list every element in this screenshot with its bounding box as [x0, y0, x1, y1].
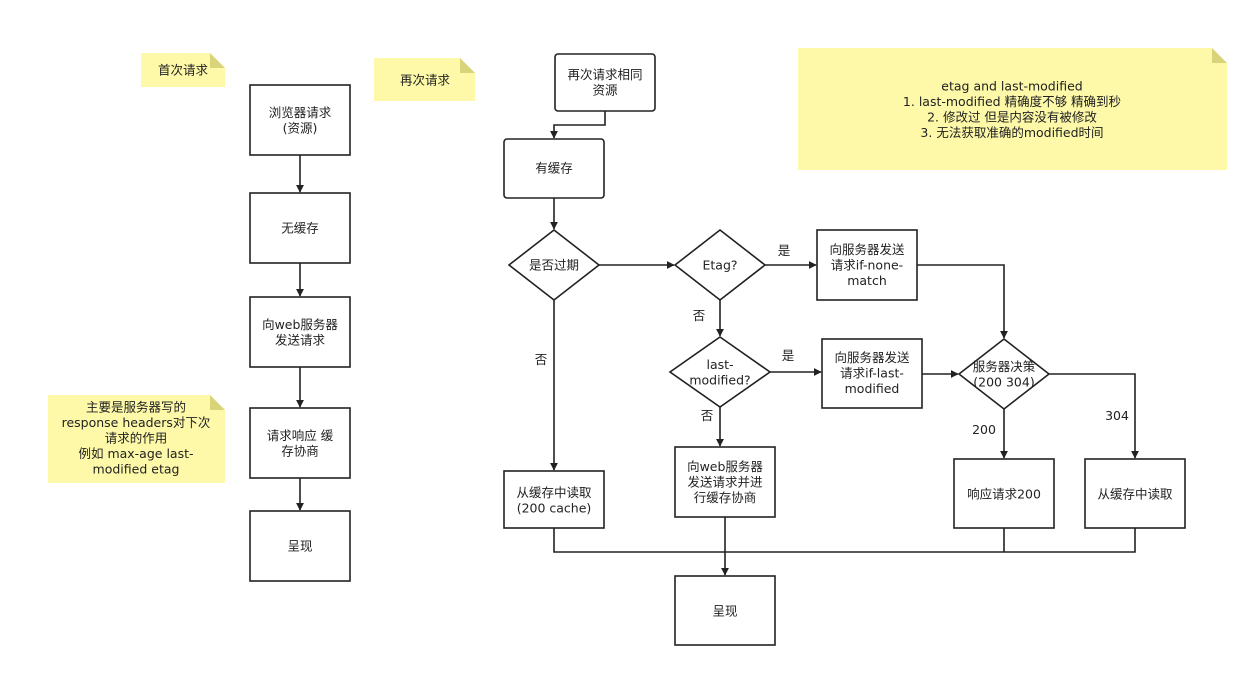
node-read-from-cache: 从缓存中读取	[1084, 458, 1186, 529]
text-line: 请求的作用	[105, 431, 168, 446]
text-line: 从缓存中读取	[516, 485, 592, 500]
text-line: 2. 修改过 但是内容没有被修改	[927, 109, 1097, 124]
edge-request-to-cache	[550, 111, 606, 139]
node-etag-check: Etag?	[673, 228, 767, 302]
node-browser-request: 浏览器请求(资源)	[249, 84, 351, 156]
node-send-if-last-modified-text: 向服务器发送请求if-last-modified	[834, 350, 910, 396]
text-line: (200 cache)	[517, 500, 592, 515]
note-second-request: 再次请求	[374, 58, 475, 101]
text-line: 资源	[592, 82, 618, 97]
node-last-modified-check-text: last-modified?	[689, 357, 750, 388]
text-line: 从缓存中读取	[1097, 487, 1173, 502]
label-expired-no: 否	[535, 352, 548, 367]
text-line: 发送请求	[275, 332, 326, 347]
node-no-cache: 无缓存	[249, 192, 351, 264]
node-send-if-none-match: 向服务器发送请求if-none-match	[816, 229, 918, 301]
text-line: (200 304)	[973, 374, 1034, 389]
node-server-decision-text: 服务器决策(200 304)	[973, 359, 1036, 390]
text-line: 3. 无法获取准确的modified时间	[920, 125, 1103, 140]
node-render-right: 呈现	[674, 575, 776, 646]
node-is-expired: 是否过期	[507, 228, 601, 302]
label-lastmod-no: 否	[701, 408, 714, 423]
text-line: 呈现	[287, 539, 312, 554]
text-line: 向web服务器	[687, 459, 763, 474]
text-line: 向服务器发送	[834, 350, 910, 365]
note-second-request-text: 再次请求	[400, 73, 451, 88]
node-response-cache-text: 请求响应 缓存协商	[267, 428, 334, 459]
node-last-modified-check: last-modified?	[668, 336, 772, 408]
text-line: 存协商	[281, 443, 319, 458]
node-response-cache: 请求响应 缓存协商	[249, 407, 351, 479]
text-line: 无缓存	[281, 221, 319, 236]
text-line: (资源)	[283, 120, 318, 135]
node-read-from-cache-200: 从缓存中读取(200 cache)	[503, 470, 605, 529]
text-line: 发送请求并进	[687, 475, 763, 490]
text-line: 向web服务器	[262, 317, 338, 332]
text-line: 首次请求	[158, 63, 209, 78]
text-line: 行缓存协商	[694, 490, 757, 505]
label-lastmod-yes: 是	[782, 348, 795, 363]
text-line: etag and last-modified	[941, 78, 1082, 93]
edge-ifnonematch-to-decision	[917, 264, 1008, 339]
node-browser-request-text: 浏览器请求(资源)	[269, 105, 332, 136]
text-line: last-	[706, 357, 733, 372]
text-line: 向服务器发送	[829, 242, 905, 257]
label-code-304: 304	[1105, 408, 1129, 423]
text-line: 服务器决策	[973, 359, 1036, 374]
edge-decision-304	[1049, 373, 1139, 459]
node-render-right-text: 呈现	[712, 604, 737, 619]
text-line: 主要是服务器写的	[86, 400, 186, 415]
text-line: 1. last-modified 精确度不够 精确到秒	[903, 94, 1121, 109]
node-send-web-negotiate: 向web服务器发送请求并进行缓存协商	[674, 446, 776, 518]
node-send-to-web-text: 向web服务器发送请求	[262, 317, 338, 348]
text-line: modified?	[689, 372, 750, 387]
text-line: modified etag	[93, 462, 180, 477]
label-etag-no: 否	[693, 308, 706, 323]
text-line: Etag?	[702, 258, 737, 273]
text-line: match	[847, 273, 887, 288]
text-line: 请求响应 缓	[267, 428, 334, 443]
node-response-200: 响应请求200	[953, 458, 1055, 529]
text-line: 是否过期	[529, 258, 579, 273]
text-line: 有缓存	[535, 161, 573, 176]
node-render-left-text: 呈现	[287, 539, 312, 554]
label-code-200: 200	[972, 422, 996, 437]
node-has-cache: 有缓存	[503, 138, 605, 199]
text-line: 浏览器请求	[269, 105, 332, 120]
node-is-expired-text: 是否过期	[529, 258, 579, 273]
note-first-request-text: 首次请求	[158, 63, 209, 78]
text-line: 呈现	[712, 604, 737, 619]
node-response-200-text: 响应请求200	[967, 487, 1041, 502]
node-send-if-last-modified: 向服务器发送请求if-last-modified	[821, 338, 923, 409]
node-request-again: 再次请求相同资源	[554, 53, 656, 112]
text-line: modified	[845, 381, 900, 396]
node-read-from-cache-text: 从缓存中读取	[1097, 487, 1173, 502]
node-send-to-web: 向web服务器发送请求	[249, 296, 351, 368]
node-has-cache-text: 有缓存	[535, 161, 573, 176]
node-no-cache-text: 无缓存	[281, 221, 319, 236]
text-line: 响应请求200	[967, 487, 1041, 502]
note-first-request: 首次请求	[141, 53, 225, 87]
node-server-decision: 服务器决策(200 304)	[957, 337, 1051, 411]
text-line: response headers对下次	[62, 415, 211, 430]
node-etag-check-text: Etag?	[702, 258, 737, 273]
text-line: 例如 max-age last-	[78, 446, 193, 461]
label-etag-yes: 是	[778, 243, 791, 258]
text-line: 再次请求相同	[567, 67, 642, 82]
node-request-again-text: 再次请求相同资源	[567, 67, 642, 98]
text-line: 请求if-none-	[831, 258, 903, 273]
node-render-left: 呈现	[249, 510, 351, 582]
node-send-web-negotiate-text: 向web服务器发送请求并进行缓存协商	[687, 459, 763, 505]
node-read-from-cache-200-text: 从缓存中读取(200 cache)	[516, 485, 592, 516]
text-line: 再次请求	[400, 73, 451, 88]
edge-merge-bottom	[553, 528, 1136, 553]
text-line: 请求if-last-	[840, 366, 904, 381]
node-send-if-none-match-text: 向服务器发送请求if-none-match	[829, 242, 905, 288]
